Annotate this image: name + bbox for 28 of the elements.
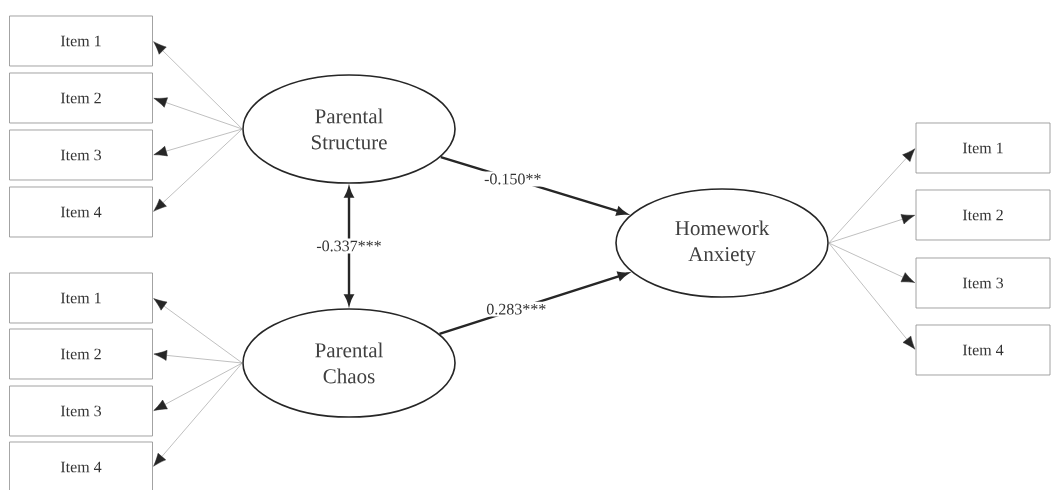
item-box: Item 1 bbox=[9, 15, 153, 67]
item-box: Item 3 bbox=[9, 385, 153, 437]
arrow bbox=[344, 187, 354, 305]
arrow bbox=[153, 41, 243, 130]
item-box: Item 1 bbox=[915, 122, 1051, 174]
arrow bbox=[153, 128, 243, 212]
item-box: Item 4 bbox=[9, 186, 153, 238]
item-box: Item 2 bbox=[915, 189, 1051, 241]
arrow bbox=[153, 298, 243, 364]
edge-label: 0.283*** bbox=[484, 301, 549, 317]
item-box: Item 3 bbox=[9, 129, 153, 181]
item-box: Item 2 bbox=[9, 72, 153, 124]
item-box: Item 4 bbox=[9, 441, 153, 490]
arrow bbox=[153, 362, 243, 467]
item-box: Item 1 bbox=[9, 272, 153, 324]
edge-label: -0.150** bbox=[482, 171, 544, 187]
arrow bbox=[828, 214, 915, 244]
edge-label: -0.337*** bbox=[314, 238, 384, 254]
item-box: Item 2 bbox=[9, 328, 153, 380]
arrow bbox=[153, 97, 243, 130]
item-box: Item 4 bbox=[915, 324, 1051, 376]
arrow bbox=[828, 148, 916, 244]
arrow bbox=[828, 242, 915, 283]
arrow bbox=[153, 128, 243, 157]
arrow bbox=[153, 362, 243, 411]
arrow bbox=[153, 350, 243, 364]
item-box: Item 3 bbox=[915, 257, 1051, 309]
arrow bbox=[828, 242, 916, 350]
